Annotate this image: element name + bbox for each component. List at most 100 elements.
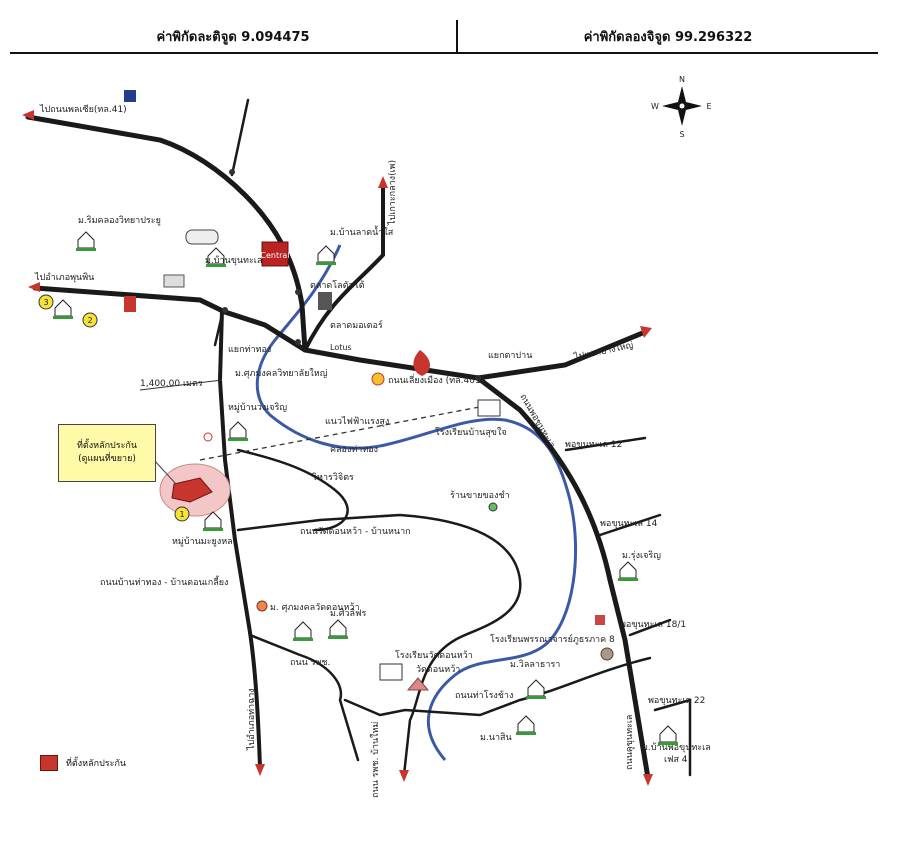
- main-roads: [25, 114, 651, 781]
- house-icon: [203, 511, 223, 531]
- label-yaek-pak: แยกตาปาน: [488, 351, 532, 361]
- legend-label: ที่ตั้งหลักประกัน: [66, 759, 127, 769]
- top-logo-icon: [124, 90, 136, 102]
- label-khlong-road: ถนนเลี่ยงเมือง (ทล.401): [388, 373, 484, 386]
- label-tha-road: ถนนบ้านท่าทอง - บ้านดอนเกลี้ยง: [100, 575, 228, 588]
- label-ban-khun-tale: ม.บ้านพอขุนทะเล: [642, 742, 711, 753]
- traffic-light-icon: [475, 375, 481, 381]
- numbered-markers: 1 2 3: [38, 294, 190, 522]
- compass-rose-icon: N S E W: [651, 75, 711, 139]
- map-legend: ที่ตั้งหลักประกัน: [40, 753, 126, 773]
- house-icon: [228, 421, 248, 441]
- house-icon: [53, 299, 73, 319]
- label-school-2: โรงเรียนวัดดอนหว้า: [395, 650, 473, 661]
- house-icon: [658, 725, 678, 745]
- house-icon: [618, 561, 638, 581]
- marker-3: 3: [43, 298, 48, 307]
- house-icon: [516, 715, 536, 735]
- label-school-big: ม.ศุภมงคลวิทยาลัยใหญ่: [235, 368, 328, 379]
- label-phun-18: พอขุนทะเล 18/1: [620, 620, 686, 630]
- label-road-rpc: ถนน รพช. บ้านใหม่: [370, 722, 381, 798]
- label-tesco: ตลาดมอเตอร์: [330, 319, 383, 331]
- label-to-phun-phin: ไปอำเภอพุนพิน: [34, 272, 94, 283]
- label-moo-ban-1: หมู่บ้านวงเจริญ: [228, 402, 287, 413]
- traffic-light-icon: [295, 289, 301, 295]
- label-villa: ม.วิลลาธารา: [510, 659, 560, 670]
- wat-icon: [600, 647, 614, 661]
- label-ban-khun: ม.บ้านขุนทะเล: [205, 255, 262, 266]
- car-icon: [185, 229, 219, 245]
- callout-line-2: (ดูแผนที่ขยาย): [78, 454, 136, 464]
- longitude-label: ค่าพิกัดลองจิจูด 99.296322: [583, 30, 753, 45]
- label-school-3: โรงเรียนพรรณาจารย์ภูธรภาค 8: [490, 633, 615, 645]
- label-moo-ban-2: หมู่บ้านมะยูงหล: [172, 536, 233, 547]
- pin-icon: [256, 600, 268, 612]
- gas-station-icon: [413, 350, 430, 376]
- road-end-arrows: [22, 110, 653, 786]
- shell-icon: [371, 372, 385, 386]
- river: [255, 244, 578, 761]
- label-road-kun: ถนนคูขุนทะเล: [625, 715, 635, 770]
- house-icon: [316, 245, 336, 265]
- traffic-light-icon: [229, 169, 235, 175]
- store-icon: [595, 615, 605, 625]
- house-icon: [206, 247, 226, 267]
- label-phun-12: พอขุนทะเล 12: [565, 440, 622, 450]
- marker-2: 2: [87, 316, 92, 325]
- central-logo-icon: [261, 241, 289, 267]
- label-mu-charoen: ม.รุ่งเจริญ: [622, 550, 661, 561]
- label-nasin: ม.นาสิน: [480, 732, 512, 743]
- label-vihara: วิหารวิจิตร: [312, 472, 354, 483]
- house-icons: [53, 231, 678, 745]
- label-ban-lak-nam: ม.บ้านลาดน้ำใส: [330, 225, 394, 238]
- label-road-phun: ถนนพอขุนทะเล: [517, 393, 556, 451]
- label-tha-chang-road: ถนนท่าโรงช้าง: [455, 690, 513, 701]
- house-icon: [76, 231, 96, 251]
- label-talat: ตลาดโลตัสโต้: [310, 280, 365, 291]
- nissan-logo-icon: [163, 274, 185, 288]
- label-hosp-road: ถนน รพช.: [290, 658, 330, 668]
- school-icon: [379, 663, 403, 681]
- callout-line-1: ที่ตั้งหลักประกัน: [76, 441, 138, 451]
- label-power-line: แนวไฟฟ้าแรงสูง: [325, 416, 389, 427]
- label-lotus: Lotus: [330, 343, 352, 352]
- label-rama-school: ม.ริมคลองวิทยาประยู: [78, 215, 161, 226]
- traffic-light-icon: [295, 339, 301, 345]
- label-wat-don: วัดดอนหว้า: [416, 664, 460, 675]
- label-to-tha-chang: ไปอำเภอท่าฉาง: [246, 688, 257, 751]
- house-icon: [293, 621, 313, 641]
- header-divider: [456, 20, 458, 52]
- label-to-phun-phin-top: ไปถนนพลเซีย(ทล.41): [39, 104, 127, 115]
- label-wat-market: โรงเรียนบ้านสุขใจ: [435, 427, 507, 438]
- house-icon: [328, 619, 348, 639]
- label-phun-14: พอขุนทะเล 14: [600, 519, 658, 529]
- compass-s: S: [679, 130, 684, 139]
- building-icon: [318, 292, 332, 310]
- map-canvas: 1 2 3 Central: [22, 75, 712, 798]
- property-callout: ที่ตั้งหลักประกัน (ดูแผนที่ขยาย): [58, 424, 156, 482]
- latitude-label: ค่าพิกัดละติจูด 9.094475: [156, 30, 310, 45]
- landmark-icons: Central: [124, 90, 614, 691]
- marker-1: 1: [179, 510, 184, 519]
- label-to-khok-tai: ไปเกาะกลาง(เพ): [387, 160, 398, 226]
- callout-leader: [153, 459, 177, 485]
- secondary-roads: [213, 98, 692, 777]
- label-khlong: คลองท่าทอง: [330, 445, 378, 455]
- label-distance: 1,400.00 เมตร: [140, 379, 203, 389]
- map-labels: ไปถนนพลเซีย(ทล.41) ไปอำเภอพุนพิน ไปเกาะก…: [34, 104, 711, 798]
- label-shop: ร้านขายของชำ: [450, 490, 510, 501]
- traffic-light-icon: [222, 307, 228, 313]
- compass-e: E: [706, 102, 711, 111]
- house-icon: [526, 679, 546, 699]
- legend-swatch: [40, 755, 58, 771]
- label-yaek-tha: แยกท่าทอง: [228, 345, 271, 355]
- temple-icon: [406, 677, 430, 691]
- label-wat-road: ถนนวัดดอนหว้า - บ้านหนาก: [300, 526, 411, 537]
- small-logo-icon: [203, 432, 213, 442]
- power-line: [199, 404, 491, 461]
- hospital-icon: [124, 296, 136, 312]
- shop-icon: [488, 502, 498, 512]
- label-ban-khun-tale-2: เฟส 4: [664, 755, 688, 765]
- coordinate-header: ค่าพิกัดละติจูด 9.094475 ค่าพิกัดลองจิจู…: [10, 20, 878, 54]
- school-icon: [477, 399, 501, 417]
